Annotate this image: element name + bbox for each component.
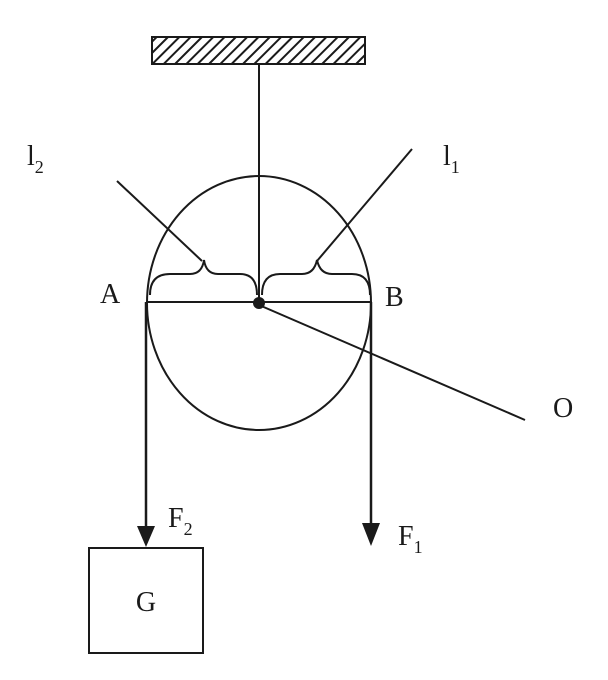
ceiling-support xyxy=(151,36,366,65)
label-point-a: A xyxy=(100,279,121,310)
leader-o xyxy=(258,304,526,421)
arrow-f1 xyxy=(362,523,380,546)
label-force-f2: F2 xyxy=(168,503,193,539)
label-l2: l2 xyxy=(27,141,44,177)
label-point-b: B xyxy=(385,282,404,313)
brace-l2 xyxy=(149,259,258,296)
label-point-o: O xyxy=(553,393,573,424)
leader-l2 xyxy=(116,180,203,262)
weight-box xyxy=(88,547,204,654)
arrow-f2 xyxy=(137,526,155,547)
leader-l1 xyxy=(316,148,413,262)
brace-l1 xyxy=(261,259,371,296)
label-weight-g: G xyxy=(136,587,156,618)
label-force-f1: F1 xyxy=(398,521,423,557)
label-l1: l1 xyxy=(443,141,460,177)
axle-pivot xyxy=(253,297,265,309)
